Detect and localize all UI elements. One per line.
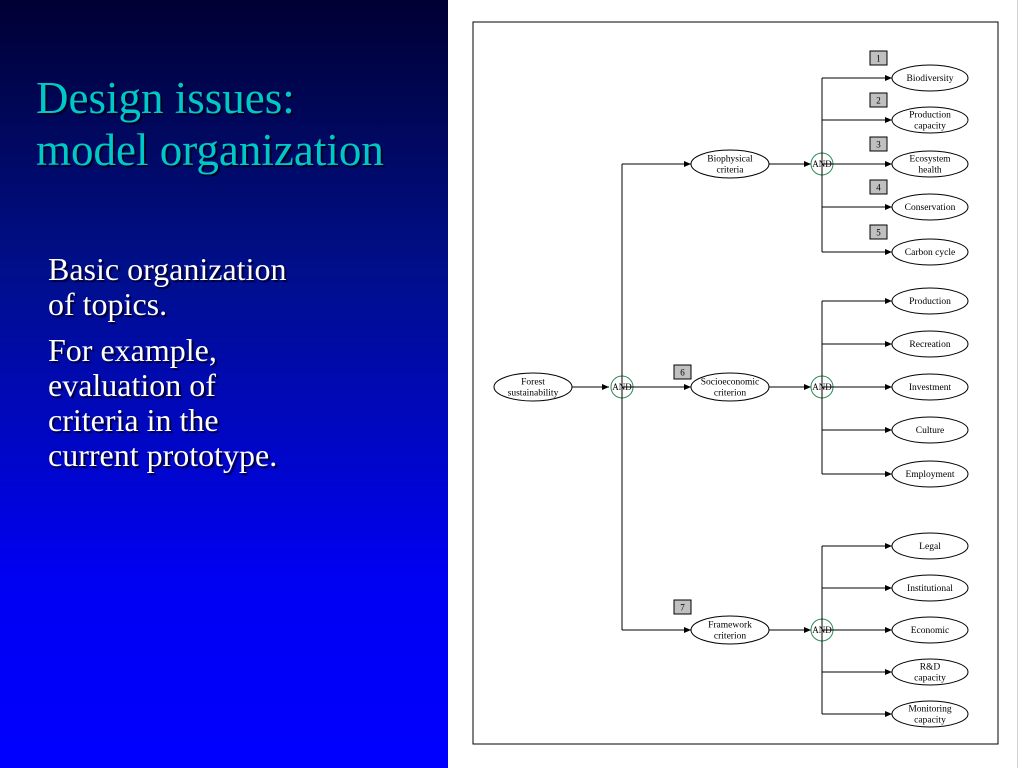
criterion-1-sub-3-badge-label: 3 — [876, 140, 881, 150]
criterion-1-sub-3-node-label-line-1: Ecosystem — [909, 155, 951, 165]
criterion-1-sub-2-node-label-line-2: capacity — [914, 122, 946, 132]
criterion-1-sub-1-badge-label: 1 — [876, 54, 881, 64]
criterion-1-sub-5-badge — [869, 224, 888, 240]
bullet-1-line-1: Basic organization — [48, 251, 287, 287]
criterion-2-sub-1-node-label-line-1: Production — [909, 297, 951, 307]
bullet-2-line-1: For example, — [48, 332, 217, 368]
criterion-1-sub-3-badge — [869, 136, 888, 152]
criterion-3-sub-3-node-label-line-1: Economic — [911, 626, 950, 636]
criterion-3-sub-5-node-label-line-2: capacity — [914, 716, 946, 726]
criterion-3-node-label-line-1: Framework — [708, 621, 752, 631]
left-panel: Design issues: model organization Basic … — [0, 0, 448, 768]
criterion-2-sub-5-node — [891, 460, 969, 488]
criterion-2-sub-5-node-label-line-1: Employment — [905, 470, 954, 480]
criterion-1-sub-1-badge — [869, 50, 888, 66]
criterion-2-sub-3-node-label-line-1: Investment — [909, 383, 952, 393]
criterion-2-sub-2-node — [891, 330, 969, 358]
criterion-1-sub-4-node — [891, 193, 969, 221]
bullet-2: For example, evaluation of criteria in t… — [48, 333, 388, 473]
criterion-3-sub-1-node-label-line-1: Legal — [919, 542, 941, 552]
criterion-3-sub-5-node-label-line-1: Monitoring — [908, 705, 952, 715]
bullet-1-line-2: of topics. — [48, 286, 168, 322]
criterion-2-sub-4-node-label-line-1: Culture — [916, 426, 945, 436]
criterion-1-sub-3-node — [891, 150, 969, 178]
criterion-1-sub-1-node — [891, 64, 969, 92]
criterion-2-sub-3-node — [891, 373, 969, 401]
criterion-2-node-label-line-1: Socioeconomic — [701, 378, 760, 388]
title-line-1: Design issues: — [36, 73, 295, 123]
bullet-2-line-4: current prototype. — [48, 437, 278, 473]
criterion-3-sub-4-node-label-line-2: capacity — [914, 674, 946, 684]
criterion-2-badge-label: 6 — [680, 368, 685, 378]
title-line-2: model organization — [36, 125, 384, 175]
criterion-3-node-label-line-2: criterion — [714, 632, 746, 642]
root-node-forest-sustainability-label-line-2: sustainability — [508, 389, 559, 399]
criterion-3-sub-4-node — [891, 658, 969, 686]
slide-title: Design issues: model organization — [36, 72, 446, 176]
criterion-2-sub-1-node — [891, 287, 969, 315]
bullet-2-line-3: criteria in the — [48, 402, 219, 438]
bullet-list: Basic organization of topics. For exampl… — [48, 252, 388, 484]
criterion-1-sub-1-node-label-line-1: Biodiversity — [907, 74, 954, 84]
root-node-forest-sustainability-label-line-1: Forest — [521, 378, 545, 388]
bullet-1: Basic organization of topics. — [48, 252, 388, 322]
criterion-3-sub-5-node — [891, 700, 969, 728]
criterion-1-sub-4-badge-label: 4 — [876, 183, 881, 193]
criterion-1-sub-5-node-label-line-1: Carbon cycle — [905, 248, 955, 258]
criterion-3-sub-4-node-label-line-1: R&D — [920, 663, 941, 673]
criterion-2-sub-2-node-label-line-1: Recreation — [909, 340, 950, 350]
diagram-frame — [472, 21, 999, 745]
criterion-2-node-label-line-2: criterion — [714, 389, 746, 399]
criterion-2-sub-4-node — [891, 416, 969, 444]
criterion-2-badge — [673, 364, 692, 380]
criterion-1-sub-4-node-label-line-1: Conservation — [905, 203, 956, 213]
criterion-1-sub-2-node — [891, 106, 969, 134]
criterion-3-sub-3-node — [891, 616, 969, 644]
slide-edge-line — [1017, 0, 1018, 768]
criterion-1-node-label-line-2: criteria — [717, 166, 745, 176]
criterion-3-sub-1-node — [891, 532, 969, 560]
criterion-1-sub-5-node — [891, 238, 969, 266]
criterion-1-sub-5-badge-label: 5 — [876, 228, 881, 238]
criterion-1-sub-2-node-label-line-1: Production — [909, 111, 951, 121]
criterion-3-badge — [673, 599, 692, 615]
criterion-3-badge-label: 7 — [680, 603, 685, 613]
criterion-1-sub-2-badge — [869, 92, 888, 108]
bullet-2-line-2: evaluation of — [48, 367, 216, 403]
criterion-1-node-label-line-1: Biophysical — [707, 155, 753, 165]
criterion-1-sub-4-badge — [869, 179, 888, 195]
criterion-3-sub-2-node-label-line-1: Institutional — [907, 584, 953, 594]
criterion-1-sub-2-badge-label: 2 — [876, 96, 881, 106]
criterion-3-sub-2-node — [891, 574, 969, 602]
criterion-1-sub-3-node-label-line-2: health — [918, 166, 941, 176]
